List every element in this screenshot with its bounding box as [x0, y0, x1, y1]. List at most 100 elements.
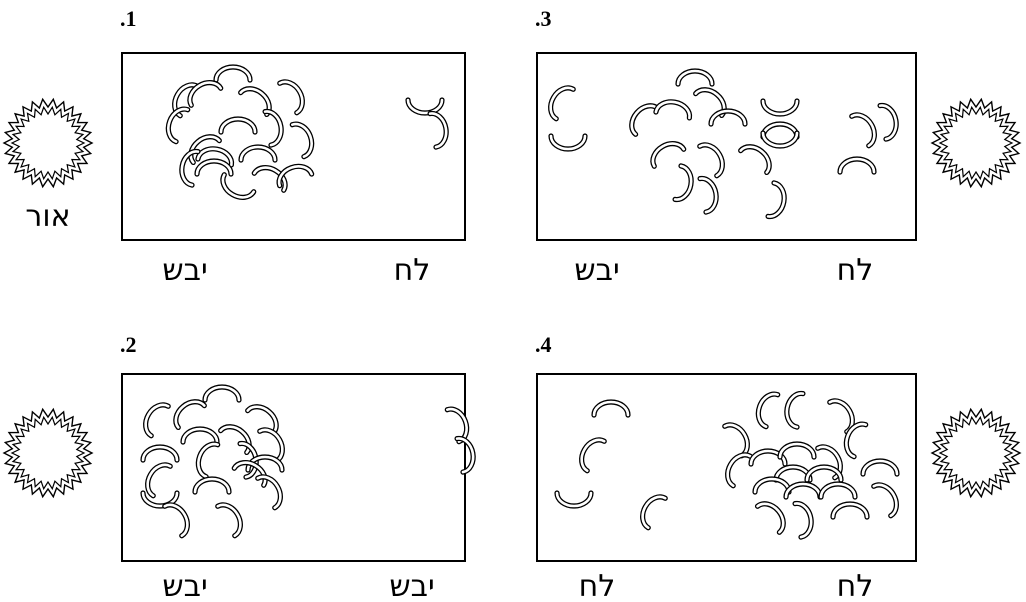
pillbug-icon: [143, 402, 171, 439]
panel-4: .4 לח לח: [535, 332, 1022, 602]
pillbug-icon: [738, 144, 772, 176]
pillbug-icon: [262, 108, 284, 148]
pillbug-icon: [179, 148, 201, 188]
pillbug-icon: [405, 97, 445, 116]
pillbug-icon: [629, 103, 661, 137]
right-condition-label: לח: [837, 569, 874, 602]
pillbug-icon: [213, 64, 253, 83]
pillbug-icon: [145, 462, 173, 499]
left-condition-label: לח: [579, 569, 616, 602]
pillbug-icon: [650, 141, 687, 169]
panel-number: .1: [120, 6, 137, 31]
organism-cluster: [548, 68, 899, 220]
sun-icon: [930, 97, 1022, 189]
pillbug-icon: [708, 108, 748, 127]
pillbug-icon: [653, 99, 693, 121]
pillbug-icon: [202, 384, 242, 403]
pillbug-icon: [843, 421, 869, 460]
pillbug-icon: [777, 441, 817, 460]
pillbug-icon: [180, 426, 220, 445]
pillbug-icon: [748, 448, 788, 467]
pillbug-icon: [591, 399, 631, 418]
panel-3: .3 יבש לח: [535, 6, 1022, 288]
pillbug-icon: [860, 458, 900, 477]
pillbug-icon: [804, 464, 844, 483]
pillbug-icon: [194, 158, 234, 177]
right-condition-label: לח: [394, 253, 431, 288]
pillbug-icon: [255, 474, 283, 511]
panel-number: .2: [120, 332, 137, 357]
panel-number: .3: [535, 6, 552, 31]
right-condition-label: יבש: [389, 569, 434, 602]
pillbug-icon: [760, 98, 800, 117]
pillbug-icon: [697, 142, 725, 179]
pillbug-icon: [173, 399, 207, 431]
pillbug-icon: [140, 490, 180, 509]
pillbug-icon: [784, 390, 806, 430]
pillbug-icon: [548, 133, 588, 152]
left-condition-label: יבש: [162, 569, 207, 602]
pillbug-icon: [548, 85, 576, 122]
pillbug-icon: [697, 175, 719, 215]
pillbug-icon: [140, 444, 180, 463]
panel-2: .2 יבש יבש: [2, 332, 476, 602]
organism-cluster: [554, 390, 900, 540]
pillbug-icon: [765, 180, 787, 220]
organism-cluster: [165, 64, 449, 200]
sun-icon: [930, 407, 1022, 499]
pillbug-icon: [195, 441, 221, 480]
pillbug-icon: [579, 437, 607, 474]
pillbug-icon: [276, 163, 315, 189]
pillbug-icon: [722, 422, 750, 459]
pillbug-icon: [231, 460, 268, 488]
pillbug-icon: [792, 500, 814, 540]
pillbug-icon: [277, 79, 305, 116]
panel-1: .1 יבש לח אור: [2, 6, 466, 288]
pillbug-icon: [251, 165, 288, 193]
pillbug-icon: [454, 435, 476, 475]
pillbug-icon: [162, 502, 190, 539]
pillbug-icon: [257, 427, 285, 464]
pillbug-icon: [871, 482, 899, 519]
pillbug-icon: [427, 110, 449, 150]
pillbug-icon: [849, 112, 877, 149]
pillbug-icon: [815, 444, 843, 481]
pillbug-icon: [640, 494, 668, 531]
pillbug-icon: [725, 452, 753, 489]
pillbug-icon: [754, 501, 786, 535]
pillbug-icon: [165, 106, 191, 145]
right-condition-label: לח: [837, 253, 874, 288]
sun-icon: [2, 97, 94, 189]
pillbug-icon: [289, 121, 315, 160]
pillbug-icon: [195, 146, 235, 168]
pillbug-icon: [218, 116, 258, 135]
pillbug-icon: [818, 481, 858, 500]
pillbug-icon: [220, 172, 257, 200]
pillbug-icon: [215, 502, 243, 539]
pillbug-icon: [877, 102, 899, 142]
pillbug-icon: [554, 490, 594, 509]
pillbug-icon: [187, 80, 224, 108]
pillbug-icon: [675, 68, 715, 87]
light-label: אור: [25, 199, 70, 234]
pillbug-icon: [760, 130, 800, 149]
pillbug-icon: [188, 134, 222, 166]
panel-number: .4: [535, 332, 552, 357]
chamber: [536, 373, 917, 562]
chamber: [121, 52, 466, 241]
left-condition-label: יבש: [162, 253, 207, 288]
pillbug-icon: [752, 476, 792, 495]
left-condition-label: יבש: [574, 253, 619, 288]
sun-icon: [2, 407, 94, 499]
pillbug-icon: [192, 476, 232, 495]
pillbug-icon: [672, 163, 694, 203]
pillbug-icon: [245, 404, 279, 436]
pillbug-icon: [837, 156, 877, 175]
chamber: [536, 52, 917, 241]
pillbug-icon: [783, 481, 823, 500]
pillbug-icon: [760, 121, 800, 140]
pillbug-icon: [238, 144, 278, 163]
pillbug-icon: [830, 501, 870, 520]
organism-cluster: [140, 384, 476, 539]
pillbug-icon: [755, 391, 781, 430]
